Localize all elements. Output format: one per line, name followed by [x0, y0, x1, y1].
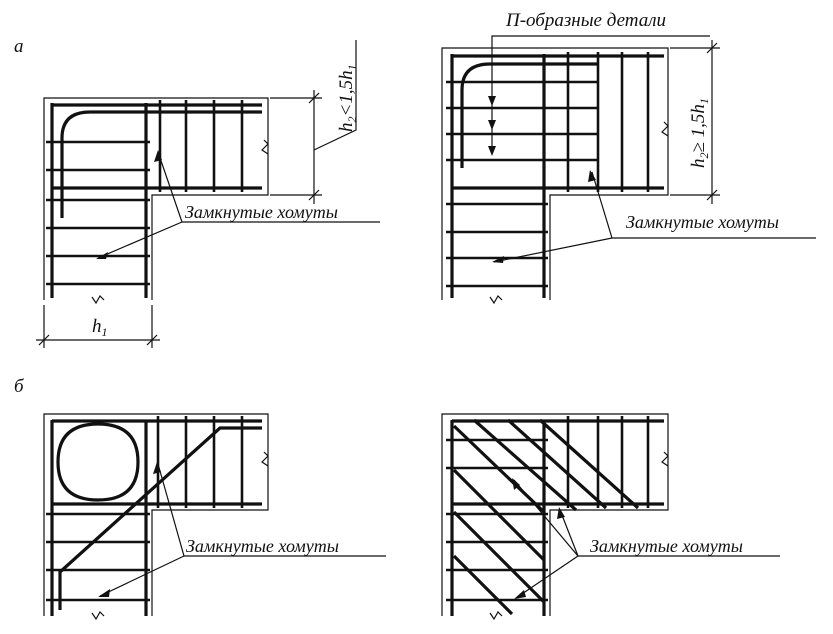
arrow-head — [153, 462, 161, 474]
diagonal-bar — [58, 426, 262, 610]
leader-line — [559, 509, 579, 557]
arrow-head — [588, 170, 596, 182]
break-mark-bottom-br — [489, 611, 503, 621]
u-details-label: П-образные детали — [505, 10, 666, 31]
break-mark-right-tr — [661, 121, 669, 137]
leader-line — [515, 555, 579, 599]
arrow-head — [492, 256, 504, 263]
leader-line — [97, 221, 183, 259]
diagram-bottom-right: Замкнутые хомуты — [441, 413, 780, 621]
dim-tick — [146, 334, 158, 346]
diagram-top-left: Замкнутые хомуты h1 h2<1,5h1 — [36, 40, 380, 348]
diagonal-stirrup — [506, 418, 608, 510]
leader-line — [313, 40, 357, 151]
dim-tick — [308, 189, 320, 201]
panel-a-letter: а — [14, 36, 24, 57]
arrow-head — [512, 478, 520, 490]
dim-h2-ge-label: h2≥ 1,5h1 — [688, 98, 711, 168]
leader-line — [491, 35, 710, 150]
dim-h2-lt-label: h2<1,5h1 — [336, 64, 359, 132]
break-mark-right-br — [661, 451, 669, 467]
dim-tick — [706, 189, 718, 201]
arrow-head — [488, 120, 496, 130]
dim-tick — [308, 92, 320, 104]
concrete-outline-bl — [43, 413, 269, 616]
break-mark-right-tl — [261, 139, 269, 155]
diagonal-stirrup — [452, 510, 546, 604]
closed-stirrups-label-tr: Замкнутые хомуты — [626, 212, 779, 232]
break-mark-bottom-tl — [91, 295, 105, 305]
closed-stirrups-label-tl: Замкнутые хомуты — [185, 202, 338, 222]
dim-h1-label: h1 — [92, 316, 108, 339]
arrow-head — [154, 150, 162, 162]
panel-b-letter: б — [14, 376, 25, 397]
loop-bar — [56, 422, 140, 502]
leader-line — [493, 237, 613, 263]
break-mark-bottom-bl — [91, 611, 105, 621]
closed-stirrups-label-bl: Замкнутые хомуты — [186, 536, 339, 556]
concrete-outline-tr — [441, 47, 669, 300]
dim-tick — [706, 42, 718, 54]
diagram-bottom-left: Замкнутые хомуты — [43, 413, 386, 621]
leader-line — [99, 555, 185, 597]
concrete-outline-br — [441, 413, 669, 616]
closed-stirrups-label-br: Замкнутые хомуты — [590, 536, 743, 556]
hooked-bar — [60, 110, 262, 218]
arrow-head — [98, 589, 110, 597]
break-mark-right-bl — [261, 451, 269, 467]
concrete-outline-tl — [43, 97, 269, 300]
arrow-head — [514, 590, 526, 599]
diagonal-stirrup — [538, 418, 640, 510]
dim-tick — [38, 334, 50, 346]
arrow-head — [96, 252, 108, 259]
arrow-head — [557, 507, 565, 519]
diagonal-stirrup — [472, 418, 578, 512]
diagonal-stirrup — [452, 554, 514, 616]
break-mark-bottom-tr — [489, 295, 503, 305]
arrow-head — [488, 96, 496, 106]
hooked-bar — [460, 62, 598, 168]
diagonal-stirrup — [452, 468, 546, 562]
diagram-top-right: П-образные детали Замкнутые хомуты h2≥ 1… — [441, 10, 816, 305]
arrow-head — [488, 146, 496, 156]
